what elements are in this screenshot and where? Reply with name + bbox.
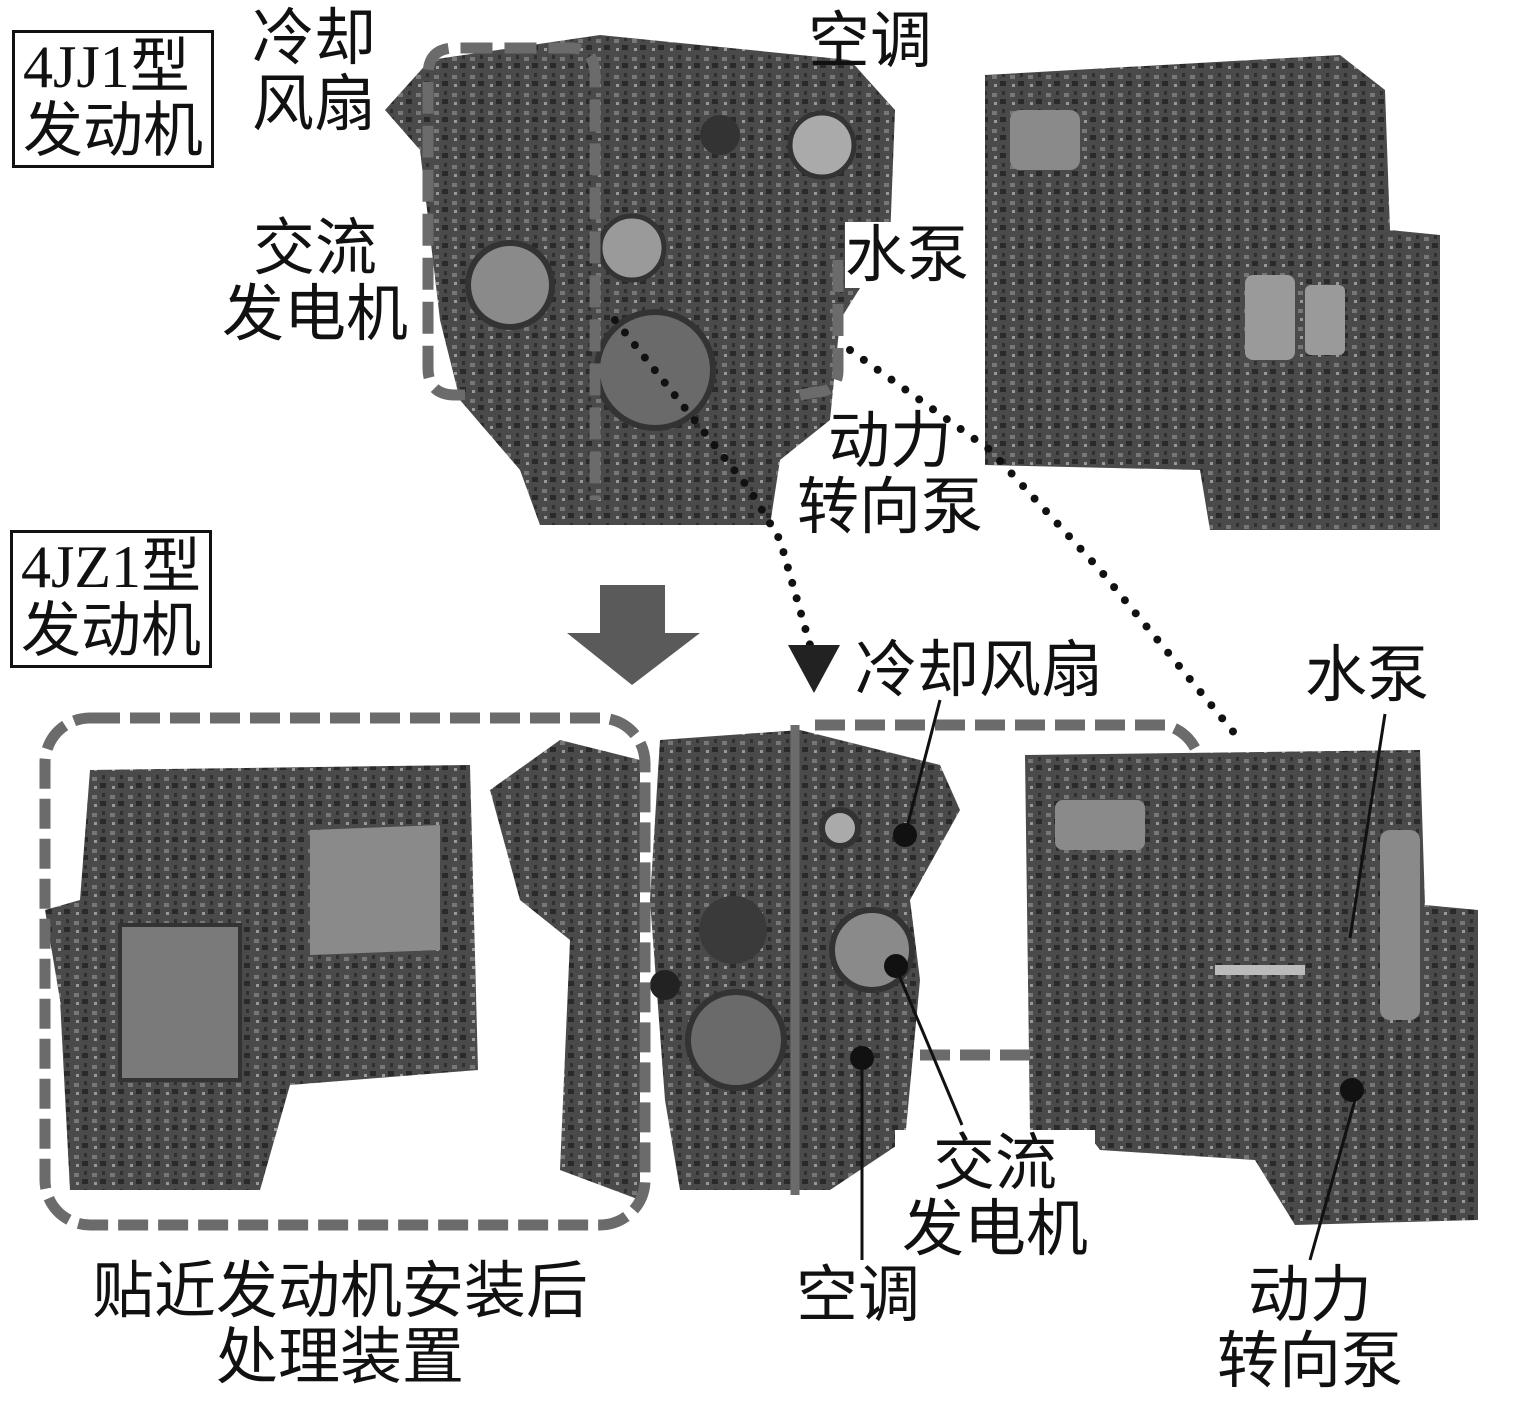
dotted-line-front (611, 316, 814, 649)
leader-lines (860, 699, 1387, 1261)
dashed-outline-top (422, 42, 844, 500)
engine-4jj1-front-photo (385, 35, 895, 525)
engine-4jj1-side-photo (985, 55, 1440, 530)
big-down-arrow-icon (567, 585, 700, 685)
caption-aftertreatment: 贴近发动机安装后 处理装置 (60, 1258, 620, 1390)
callout-top-alternator: 交流 发电机 (215, 215, 415, 347)
dashed-outline-front (815, 719, 1200, 1061)
model-label-4jz1: 4JZ1型 发动机 (10, 530, 212, 668)
callout-bottom-cooling-fan: 冷却风扇 (855, 633, 1104, 706)
callout-line: 风扇 (252, 67, 377, 140)
callout-line: 交流 (252, 211, 377, 284)
callout-line: 动力 (1247, 1258, 1372, 1331)
callout-line: 转向泵 (1216, 1324, 1403, 1397)
callout-bottom-power-steering-pump: 动力 转向泵 (1200, 1262, 1420, 1394)
callout-top-power-steering-pump: 动力 转向泵 (790, 408, 990, 540)
model-name: 4JJ1型 (23, 34, 190, 100)
callout-top-cooling-fan: 冷却 风扇 (252, 5, 376, 137)
callout-line: 发电机 (901, 1192, 1088, 1265)
model-label-4jj1: 4JJ1型 发动机 (12, 30, 214, 168)
dotted-line-side (846, 346, 1244, 744)
callout-line: 发电机 (221, 277, 408, 350)
callout-line: 冷却 (252, 1, 377, 74)
callout-top-air-conditioner: 空调 (808, 4, 933, 77)
callout-line: 交流 (932, 1126, 1057, 1199)
model-type: 发动机 (21, 596, 201, 666)
callout-bottom-water-pump: 水泵 (1305, 638, 1430, 711)
model-type: 发动机 (23, 96, 203, 166)
engine-4jz1-side-photo (1025, 750, 1478, 1225)
caption-line: 处理装置 (215, 1320, 464, 1393)
dotted-arrowhead-icon (788, 645, 840, 693)
callout-bottom-alternator: 交流 发电机 (895, 1130, 1095, 1262)
leader-dots (850, 823, 1364, 1102)
callout-line: 动力 (827, 404, 952, 477)
dashed-outline-aftertreatment (39, 712, 651, 1231)
callout-line: 转向泵 (796, 470, 983, 543)
model-name: 4JZ1型 (21, 534, 201, 600)
caption-line: 贴近发动机安装后 (91, 1254, 588, 1327)
engine-4jz1-rear-photo (45, 740, 640, 1200)
callout-bottom-air-conditioner: 空调 (796, 1258, 921, 1331)
callout-top-water-pump: 水泵 (845, 218, 970, 291)
